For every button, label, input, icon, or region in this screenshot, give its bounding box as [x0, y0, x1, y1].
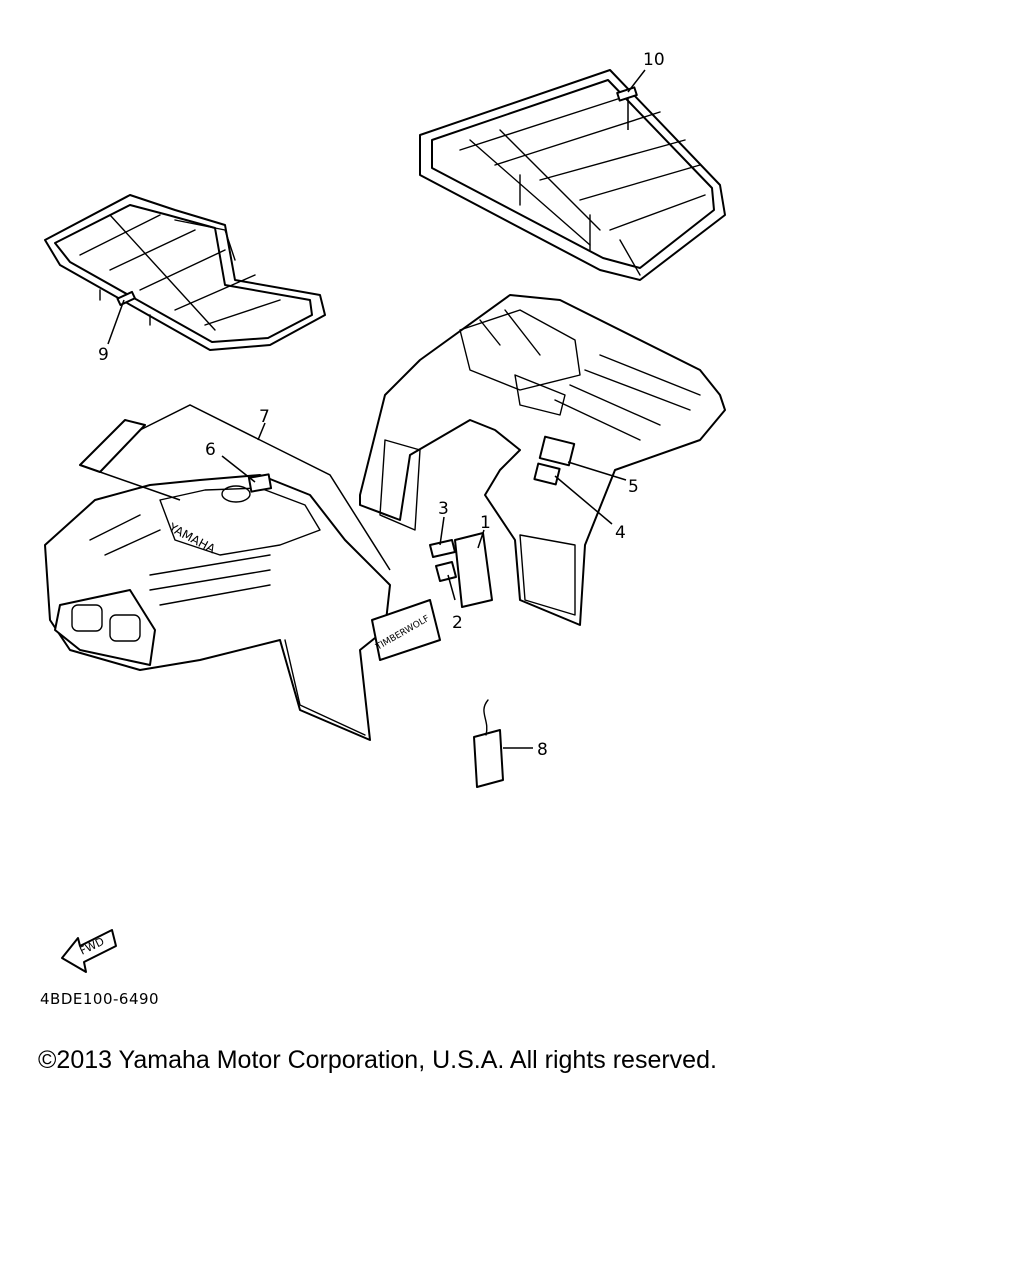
callout-1: 1 [480, 513, 491, 533]
rear-carrier-rack [419, 69, 726, 281]
callout-8: 8 [537, 740, 548, 760]
fwd-arrow-icon: FWD [61, 929, 117, 973]
callout-4: 4 [615, 523, 626, 543]
callout-6: 6 [205, 440, 216, 460]
callout-10: 10 [643, 50, 665, 70]
callout-leaders [107, 69, 646, 749]
front-fender: YAMAHA [44, 473, 391, 741]
callout-2: 2 [452, 613, 463, 633]
decals: TIMBERWOLF [79, 404, 504, 788]
front-carrier-rack [44, 194, 326, 351]
callout-3: 3 [438, 499, 449, 519]
copyright-notice: ©2013 Yamaha Motor Corporation, U.S.A. A… [38, 1046, 717, 1074]
callout-labels: 1 2 3 4 5 6 7 8 9 10 [98, 50, 665, 760]
callout-5: 5 [628, 477, 639, 497]
callout-7: 7 [259, 407, 270, 427]
parts-exploded-diagram: YAMAHA TIMBERWOLF 1 2 3 4 5 6 7 8 [44, 50, 726, 973]
rear-fender [359, 294, 726, 626]
callout-9: 9 [98, 345, 109, 365]
diagram-part-code: 4BDE100-6490 [40, 990, 160, 1008]
